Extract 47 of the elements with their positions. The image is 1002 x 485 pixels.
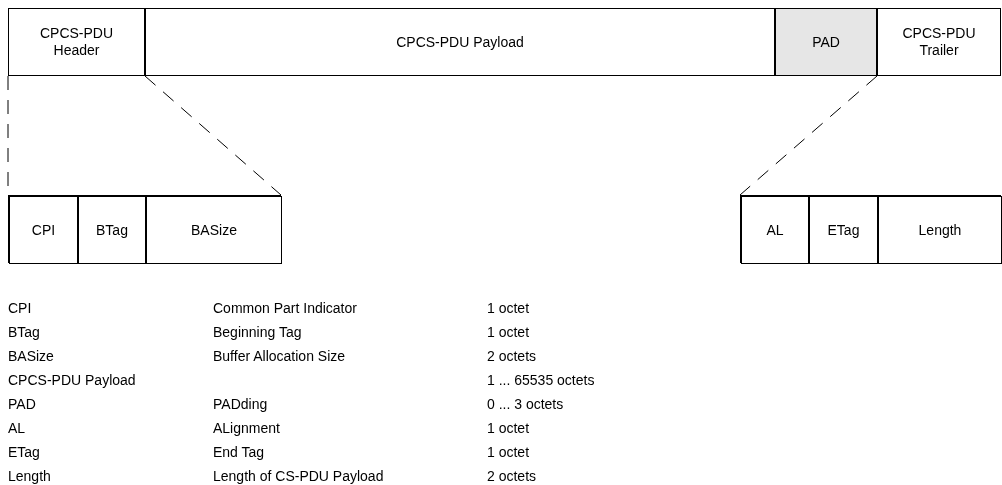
- abbreviation: ETag: [8, 443, 41, 462]
- field-name: CPCS-PDU Payload: [395, 33, 525, 51]
- abbreviation: BASize: [8, 347, 55, 366]
- field-name: BASize: [190, 221, 238, 239]
- field-name: CPCS-PDU Trailer: [901, 25, 977, 59]
- field-size: 1 octet: [487, 323, 530, 342]
- abbreviation: Length: [8, 467, 52, 485]
- field-size: 2 octets: [487, 467, 537, 485]
- field-size: 1 octet: [487, 299, 530, 318]
- abbreviation: CPCS-PDU Payload: [8, 371, 137, 390]
- field-box: [775, 8, 877, 76]
- abbreviation: PAD: [8, 395, 37, 414]
- field-box: [877, 8, 1001, 76]
- field-size: 0 ... 3 octets: [487, 395, 564, 414]
- expansion-line: [144, 75, 282, 196]
- field-name: Length: [917, 221, 963, 239]
- field-box: [878, 196, 1002, 264]
- field-size: 2 octets: [487, 347, 537, 366]
- field-name: PAD: [811, 33, 841, 51]
- field-name: CPI: [30, 221, 57, 239]
- field-description: Length of CS-PDU Payload: [213, 467, 385, 485]
- field-name: CPCS-PDU Header: [38, 25, 115, 59]
- expansion-line: [739, 75, 878, 196]
- field-box: [809, 196, 878, 264]
- field-box: [146, 196, 282, 264]
- field-description: ALignment: [213, 419, 281, 438]
- field-size: 1 ... 65535 octets: [487, 371, 595, 390]
- field-row-box: [740, 195, 1001, 263]
- field-box: [741, 196, 809, 264]
- field-description: PADding: [213, 395, 269, 414]
- abbreviation: AL: [8, 419, 27, 438]
- field-name: BTag: [95, 221, 129, 239]
- field-size: 1 octet: [487, 419, 530, 438]
- field-name: AL: [765, 221, 785, 239]
- field-description: Beginning Tag: [213, 323, 303, 342]
- abbreviation: BTag: [8, 323, 41, 342]
- field-description: Buffer Allocation Size: [213, 347, 347, 366]
- field-description: Common Part Indicator: [213, 299, 358, 318]
- field-box: [8, 8, 145, 76]
- field-size: 1 octet: [487, 443, 530, 462]
- abbreviation: CPI: [8, 299, 33, 318]
- field-description: End Tag: [213, 443, 266, 462]
- field-box: [9, 196, 78, 264]
- field-box: [145, 8, 775, 76]
- field-box: [78, 196, 146, 264]
- field-name: ETag: [826, 221, 861, 239]
- field-row-box: [8, 195, 281, 263]
